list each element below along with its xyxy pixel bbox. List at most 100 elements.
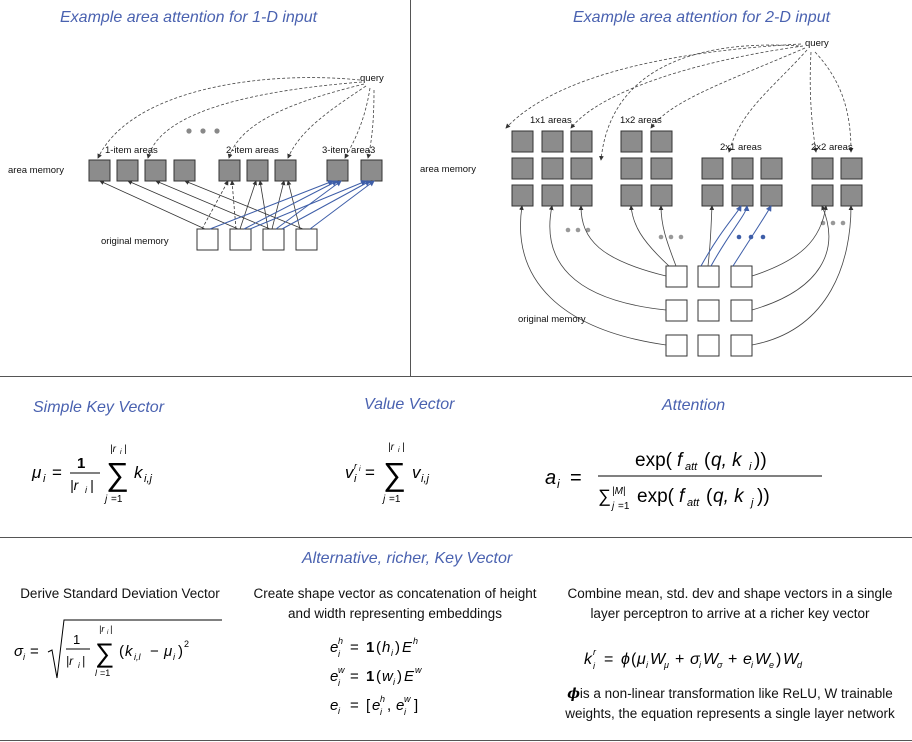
svg-text:i: i [391,648,394,658]
svg-text:]: ] [414,697,418,714]
svg-text:ϕ: ϕ [621,651,630,668]
svg-text:v: v [345,463,355,482]
group-label-2d-2: 1x2 areas [620,115,662,126]
svg-text:i: i [23,652,26,662]
group-label-1d-2: 2-item areas [226,145,279,156]
svg-text:∑: ∑ [383,456,406,492]
svg-text:|r: |r [70,477,80,493]
svg-text:i: i [338,678,341,688]
svg-text:i: i [646,660,649,670]
phi-note: ϕis a non-linear transformation like ReL… [560,684,900,724]
original-memory-boxes-1d [196,228,318,251]
divider-top [0,376,912,377]
formula-std-dev: σ i = 1 |r i | |r i | ∑ l =1 ( k i,l − μ… [14,619,222,679]
svg-text:i: i [359,466,361,473]
svg-text:=1: =1 [111,494,123,505]
title-1d: Example area attention for 1-D input [60,9,318,26]
svg-text:l: l [95,668,98,678]
svg-text:(: ( [704,450,711,471]
diagram-2d [505,43,863,357]
svg-text:i: i [593,661,596,671]
svg-text:μ: μ [636,651,646,668]
svg-text:1: 1 [366,668,374,685]
svg-text:∑: ∑ [598,486,611,506]
area-memory-label-2d: area memory [420,164,476,175]
svg-text:=: = [30,643,39,660]
diagram-1d [88,77,383,251]
original-memory-boxes-2d [665,265,753,357]
group-label-2d-1: 1x1 areas [530,115,572,126]
group-label-2d-3: 2x1 areas [720,142,762,153]
svg-text:W: W [703,651,720,668]
svg-text:i: i [173,652,176,662]
svg-text:=: = [570,467,582,489]
svg-text:|r: |r [388,442,395,453]
svg-text:i: i [699,660,702,670]
col2-text: Create shape vector as concatenation of … [253,586,537,621]
svg-text:=: = [350,697,359,714]
group-label-2d-4: 2x2 areas [811,142,853,153]
svg-text:h: h [382,639,390,656]
top-vertical-divider [410,0,411,376]
svg-text:e: e [330,639,338,656]
svg-text:(: ( [631,651,637,668]
svg-text:e: e [743,651,752,668]
svg-text:exp(: exp( [637,486,675,507]
svg-text:a: a [545,467,556,489]
svg-text:w: w [415,665,422,675]
svg-text:σ: σ [717,660,723,670]
svg-text:)): )) [754,450,767,471]
svg-text:att: att [685,461,698,473]
svg-text:f: f [677,450,684,471]
svg-text:i: i [354,473,357,485]
svg-text:j: j [749,497,754,509]
svg-text:[: [ [366,697,371,714]
svg-text:att: att [687,497,700,509]
svg-text:μ: μ [663,660,669,670]
area-1x2-boxes [620,130,673,207]
formula-attention: a i = exp( f att ( q, k i )) ∑ |M| j =1 … [545,450,822,512]
svg-text:exp(: exp( [635,450,673,471]
svg-text:): ) [397,668,402,685]
svg-text:i: i [557,477,560,491]
svg-text:w: w [404,694,411,704]
svg-text:i: i [393,677,396,687]
svg-text:w: w [338,665,345,675]
svg-text:e: e [330,697,338,714]
ellipsis-1d [186,128,220,134]
svg-text:i: i [380,707,383,717]
svg-text:(: ( [376,639,381,656]
attention-title: Attention [662,397,726,414]
memory-arrows-2d [519,205,854,346]
svg-text:i: i [751,660,754,670]
svg-text:i,j: i,j [144,473,153,485]
query-arrows-1d [97,77,375,159]
svg-text:e: e [330,668,338,685]
svg-text:k: k [134,463,144,482]
svg-text:i: i [398,447,400,454]
svg-text:(: ( [376,668,381,685]
group-label-1d-3: 3-item area3 [322,145,376,156]
formula-simple-key: μ i = 1 |r i | |r i | ∑ j =1 k i,j [31,444,153,505]
memory-arrows-blue-1d [209,180,375,230]
svg-text:=: = [52,463,62,482]
svg-text:i,j: i,j [421,473,430,485]
svg-text:i,l: i,l [134,652,142,662]
phi-symbol: ϕ [567,686,580,702]
svg-text:=: = [604,651,613,668]
svg-text:1: 1 [366,639,374,656]
svg-text:+: + [728,651,737,668]
svg-text:=1: =1 [618,501,630,512]
svg-text:|: | [82,654,85,668]
svg-text:|M|: |M| [612,486,626,497]
svg-text:(: ( [119,643,124,660]
svg-text:−: − [150,643,159,660]
svg-text:μ: μ [163,643,172,660]
simple-key-title: Simple Key Vector [33,399,165,416]
svg-text:1: 1 [73,632,80,647]
svg-text:|r: |r [110,444,117,455]
svg-text:=: = [350,639,359,656]
svg-text:k: k [584,651,593,668]
svg-text:): ) [395,639,400,656]
area-1x1-boxes [511,130,593,207]
